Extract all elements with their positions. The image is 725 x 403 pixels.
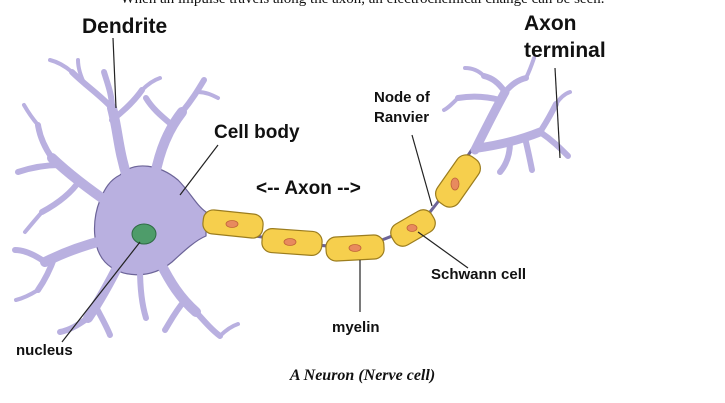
leader-lines	[61, 37, 561, 343]
label-nucleus: nucleus	[16, 342, 73, 359]
schwann-nuclei	[225, 177, 460, 252]
schwann-nucleus	[225, 220, 239, 228]
label-cell-body: Cell body	[214, 122, 300, 143]
dendrite-leader	[112, 37, 117, 109]
schwann-nucleus	[450, 177, 460, 191]
label-axon-terminal-line1: Axon	[524, 12, 577, 35]
schwann-nucleus	[348, 244, 362, 252]
label-schwann-cell: Schwann cell	[431, 266, 527, 283]
label-myelin: myelin	[332, 319, 380, 336]
cell-body-leader	[179, 144, 219, 196]
label-axon: <-- Axon -->	[256, 178, 361, 199]
axon-terminal-leader	[554, 67, 561, 159]
top-clipped-text: When an impulse travels along the axon, …	[0, 0, 725, 8]
nucleus-leader	[61, 241, 141, 343]
schwann-nucleus	[283, 238, 297, 246]
label-node-of-ranvier-line2: Ranvier	[374, 109, 430, 126]
schwann-nucleus	[406, 224, 418, 232]
schwann-cell-leader	[417, 231, 469, 269]
nucleus-shape	[131, 223, 157, 245]
label-dendrite: Dendrite	[82, 15, 168, 38]
label-axon-terminal-line2: terminal	[524, 39, 606, 62]
axon-terminal-branches	[442, 56, 572, 175]
figure-caption: A Neuron (Nerve cell)	[289, 367, 436, 384]
node-of-ranvier-leader	[411, 134, 433, 207]
myelin-segments	[202, 154, 481, 262]
dendrites	[12, 58, 240, 339]
label-node-of-ranvier-line1: Node of	[374, 89, 430, 106]
